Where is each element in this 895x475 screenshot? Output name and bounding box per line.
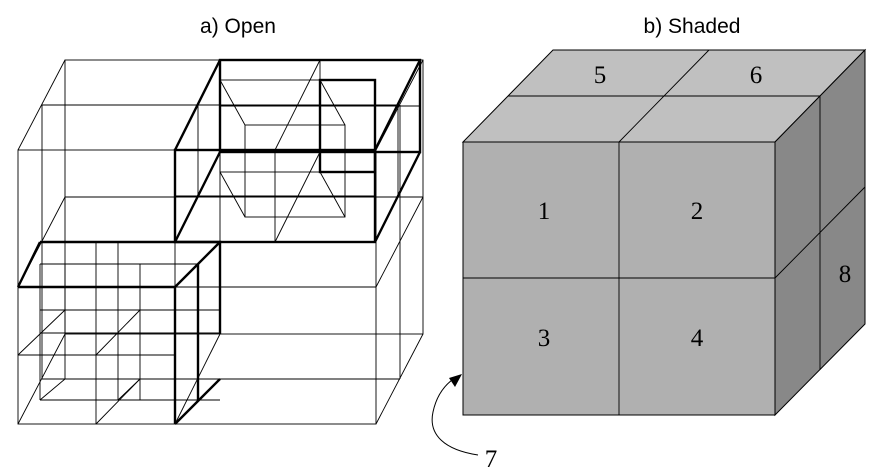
panel-b-title: b) Shaded <box>644 15 741 38</box>
cell-label-3: 3 <box>538 325 551 352</box>
subdivided-octant-top <box>173 58 422 244</box>
cube-grid-lines <box>463 49 866 415</box>
cell-label-1: 1 <box>538 198 551 225</box>
cell-label-6: 6 <box>750 62 763 89</box>
subdivided-octant-bottom <box>16 240 222 425</box>
cell-label-2: 2 <box>691 198 704 225</box>
pointer-label-7: 7 <box>485 446 498 473</box>
arrowhead-icon <box>449 374 462 387</box>
shaded-octree-cube: 1 2 3 4 5 6 8 <box>461 48 867 417</box>
cell-label-8: 8 <box>839 261 852 288</box>
open-octree-wireframe <box>16 58 424 425</box>
panel-a-title: a) Open <box>200 15 276 38</box>
pointer-arrow <box>431 374 479 456</box>
cell-label-4: 4 <box>691 325 704 352</box>
cell-label-5: 5 <box>594 62 607 89</box>
